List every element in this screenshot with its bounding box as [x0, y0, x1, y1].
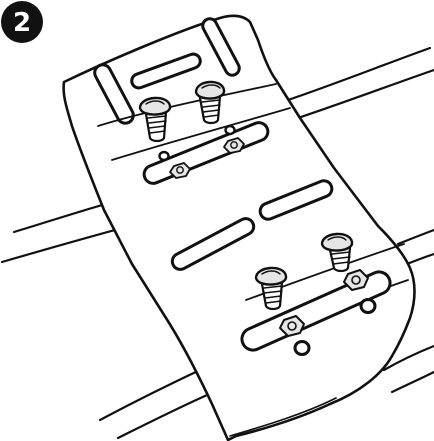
upper-hole-left: [160, 152, 169, 160]
lower-hole-left: [295, 342, 309, 355]
frame-tube-lower-left: [100, 370, 214, 438]
lower-hole-right: [361, 300, 375, 313]
step-number: 2: [13, 8, 31, 38]
frame-tube-upper: [282, 48, 434, 120]
upper-hole-right: [226, 126, 235, 134]
step-badge: 2: [1, 1, 43, 43]
